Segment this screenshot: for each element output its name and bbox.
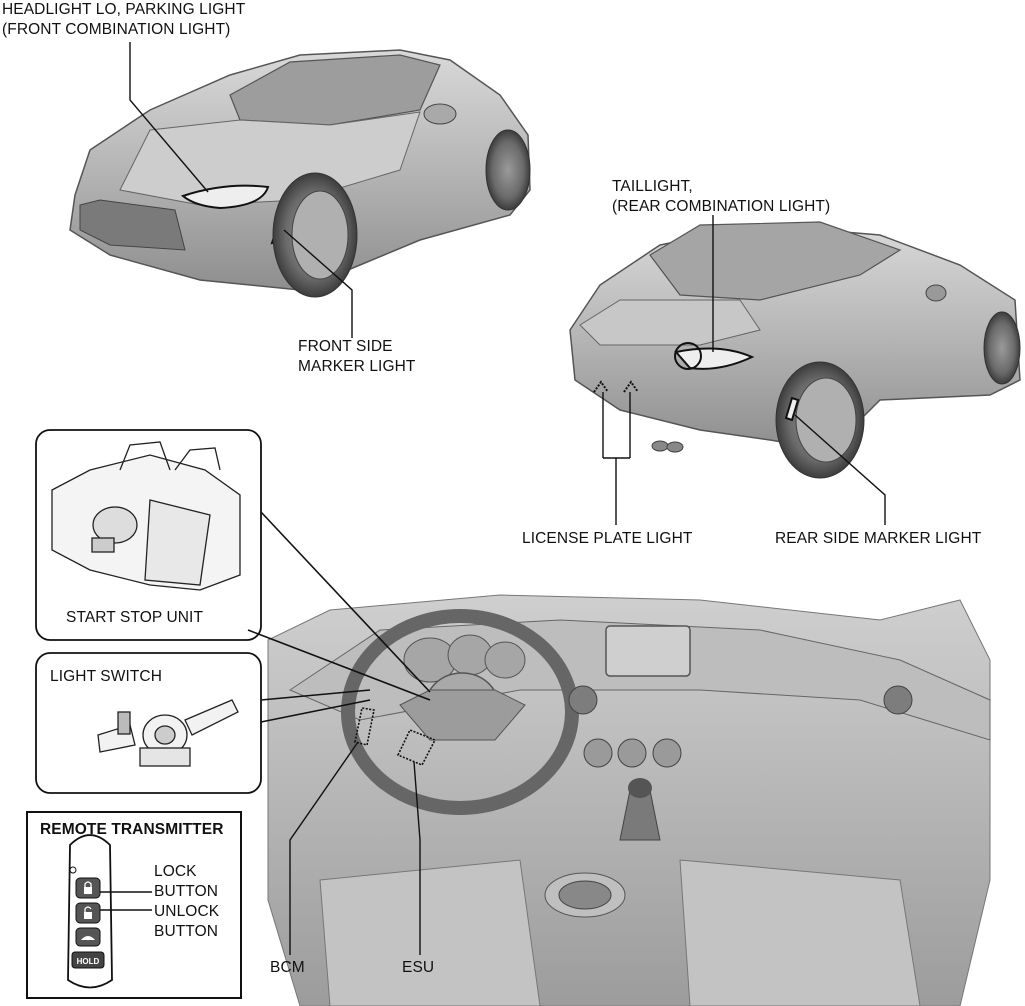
rear-side-marker-highlight <box>784 396 800 422</box>
front-headlight-highlight <box>180 184 270 210</box>
license-plate-light-left <box>593 380 609 393</box>
remote-transmitter-callout: HOLD <box>26 811 242 999</box>
start-stop-unit-callout <box>35 429 431 701</box>
rear-side-marker-light-label: REAR SIDE MARKER LIGHT <box>775 530 982 547</box>
trunk-button-icon <box>75 927 101 947</box>
esu-label: ESU <box>402 959 435 976</box>
unlock-button-label: UNLOCK BUTTON <box>154 903 220 940</box>
start-stop-unit-label: START STOP UNIT <box>66 609 204 626</box>
hold-button-icon: HOLD <box>71 951 105 969</box>
taillight-highlight <box>674 347 755 370</box>
lock-button-icon <box>75 877 101 899</box>
esu-location-highlight <box>396 728 437 767</box>
bcm-label: BCM <box>270 959 305 976</box>
taillight-label: TAILLIGHT, (REAR COMBINATION LIGHT) <box>612 178 831 215</box>
unlock-button-icon <box>75 902 101 924</box>
headlight-label: HEADLIGHT LO, PARKING LIGHT (FRONT COMBI… <box>2 1 246 38</box>
license-plate-light-right <box>623 380 639 393</box>
hold-key-label: HOLD <box>77 957 100 966</box>
front-car-illustration <box>69 42 531 338</box>
lock-button-label: LOCK BUTTON <box>154 863 219 900</box>
rear-car-illustration <box>569 215 1021 525</box>
bcm-location-highlight <box>354 707 375 746</box>
interior-illustration <box>267 594 991 1006</box>
light-switch-callout <box>35 652 371 794</box>
remote-transmitter-title: REMOTE TRANSMITTER <box>40 821 224 838</box>
license-plate-light-label: LICENSE PLATE LIGHT <box>522 530 693 547</box>
front-side-marker-label: FRONT SIDE MARKER LIGHT <box>298 338 416 375</box>
light-switch-label: LIGHT SWITCH <box>50 668 163 685</box>
